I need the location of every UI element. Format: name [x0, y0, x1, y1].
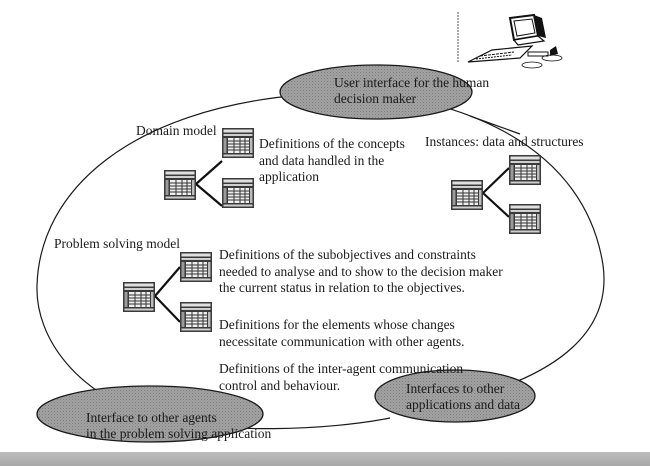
problem-solving-tree: [122, 251, 213, 333]
other-agents-label: Interface to other agents in the problem…: [86, 410, 271, 442]
domain-model-desc-line-1: Definitions of the concepts: [259, 136, 405, 151]
ps-desc3-line-2: control and behaviour.: [219, 377, 341, 393]
domain-model-description: Definitions of the concepts and data han…: [259, 136, 405, 186]
problem-solving-description-2: Definitions for the elements whose chang…: [219, 317, 465, 350]
user-interface-line-2: decision maker: [334, 91, 417, 106]
table-grid-icon: [450, 179, 484, 211]
user-interface-label: User interface for the human decision ma…: [334, 75, 489, 107]
table-grid-icon: [179, 301, 213, 333]
ps-desc3-line-1: Definitions of the inter-agent communica…: [219, 361, 464, 376]
problem-solving-description-3: Definitions of the inter-agent communica…: [219, 361, 463, 394]
ps-desc1-line-2: needed to analyse and to show to the dec…: [219, 263, 503, 279]
user-interface-bubble: [279, 64, 473, 120]
table-grid-icon: [508, 203, 542, 235]
other-apps-bubble: [374, 369, 536, 423]
other-apps-line-2: applications and data: [406, 397, 520, 412]
ps-desc2-line-1: Definitions for the elements whose chang…: [219, 317, 455, 332]
other-agents-line-2: in the problem solving application: [86, 426, 272, 441]
instances-tree: [450, 154, 542, 235]
domain-model-desc-line-3: application: [259, 169, 319, 184]
domain-model-desc-line-2: and data handled in the: [259, 152, 385, 168]
table-grid-icon: [221, 177, 255, 209]
table-grid-icon: [508, 154, 542, 186]
problem-solving-description-1: Definitions of the subobjectives and con…: [219, 247, 503, 297]
table-grid-icon: [122, 281, 156, 313]
ps-desc1-line-3: the current status in relation to the ob…: [219, 280, 465, 295]
computer-workstation-icon: [467, 13, 563, 69]
domain-model-tree: [163, 127, 255, 209]
ps-desc1-line-1: Definitions of the subobjectives and con…: [219, 247, 476, 262]
table-grid-icon: [221, 127, 255, 159]
table-grid-icon: [179, 251, 213, 283]
table-grid-icon: [163, 169, 197, 201]
bottom-band: [0, 452, 650, 466]
ps-desc2-line-2: necessitate communication with other age…: [219, 333, 465, 349]
instances-title: Instances: data and structures: [425, 134, 584, 149]
problem-solving-title: Problem solving model: [54, 236, 180, 251]
boundary-top-right: [469, 115, 521, 135]
other-apps-line-1: Interfaces to other: [406, 381, 505, 396]
other-apps-label: Interfaces to other applications and dat…: [406, 381, 520, 413]
other-agents-line-1: Interface to other agents: [86, 410, 217, 425]
user-interface-line-1: User interface for the human: [334, 75, 490, 90]
domain-model-title: Domain model: [136, 123, 217, 138]
other-agents-bubble: [36, 385, 264, 443]
